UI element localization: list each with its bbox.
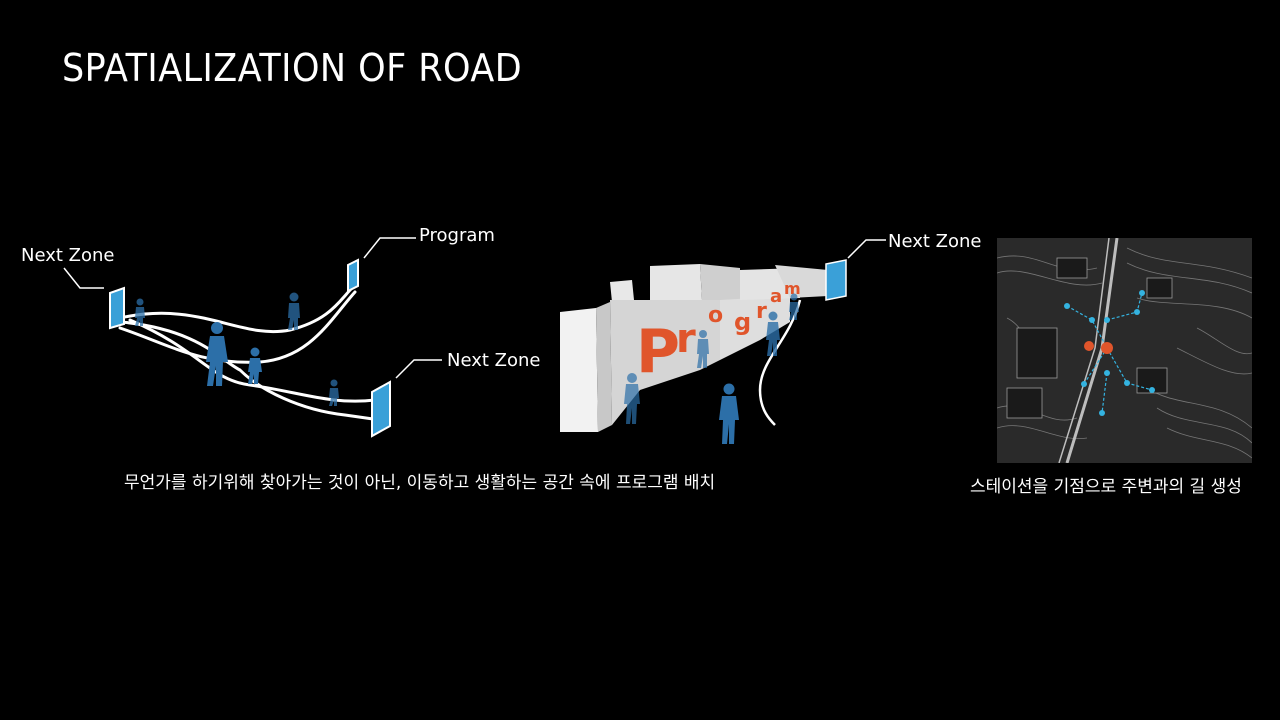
program-portal [347, 258, 359, 293]
people-figures-2 [624, 293, 799, 444]
caption-program-placement: 무언가를 하기위해 찾아가는 것이 아닌, 이동하고 생활하는 공간 속에 프로… [124, 473, 716, 493]
contour-map [997, 238, 1252, 463]
person-figure [206, 322, 228, 386]
contour-lines [997, 247, 1252, 459]
page-title: SPATIALIZATION OF ROAD [62, 46, 523, 90]
program-wall-diagram: P r o g r a m [560, 239, 886, 444]
wall-panel [700, 264, 740, 300]
program-letter: o [708, 303, 723, 328]
leader-line-left [63, 267, 104, 289]
building-blocks [1006, 257, 1173, 419]
next-zone-portal-right [825, 259, 847, 301]
person-figure [789, 293, 799, 320]
person-figure [697, 330, 709, 368]
wall-panel [560, 308, 598, 432]
label-next-zone-left: Next Zone [21, 245, 115, 266]
program-letter: m [784, 279, 801, 298]
wall-panel [650, 264, 702, 300]
wall-panel [775, 265, 828, 298]
label-program: Program [419, 225, 495, 246]
program-letter: r [756, 299, 767, 324]
wall-panel [596, 302, 612, 432]
label-next-zone-right: Next Zone [888, 231, 982, 252]
program-letters: P r o g r a m [636, 279, 801, 387]
person-figure [248, 347, 262, 384]
program-letter: P [636, 317, 680, 387]
station-site-map [997, 238, 1252, 463]
person-figure [329, 379, 339, 406]
road-path-2 [758, 299, 802, 426]
next-zone-portal-left [109, 286, 125, 330]
station-markers [1084, 341, 1113, 354]
person-figure [624, 373, 640, 424]
program-letter: r [676, 316, 696, 362]
program-letter: a [770, 286, 782, 307]
program-letter: g [734, 308, 751, 336]
path-nodes [1064, 290, 1155, 416]
person-figure [288, 292, 300, 330]
next-zone-portal-bottom [371, 380, 391, 438]
person-figure [766, 311, 780, 356]
person-figure [135, 298, 145, 326]
people-figures-1 [135, 292, 339, 406]
label-next-zone-bottom: Next Zone [447, 350, 541, 371]
wall-panel [610, 280, 634, 302]
caption-station-paths: 스테이션을 기점으로 주변과의 길 생성 [970, 477, 1242, 497]
person-figure [719, 383, 739, 444]
road-paths [118, 286, 382, 422]
leader-line-program [363, 237, 416, 259]
wall-surface [610, 300, 720, 425]
main-road-edge [1058, 238, 1110, 463]
leader-line-bottom [395, 359, 442, 379]
leader-line-right [847, 239, 886, 259]
